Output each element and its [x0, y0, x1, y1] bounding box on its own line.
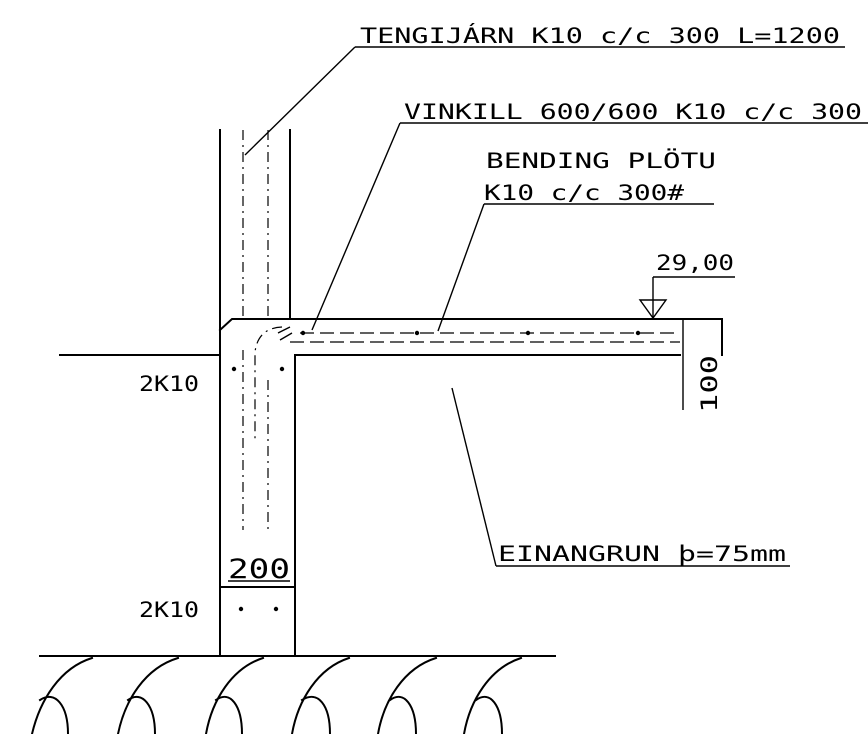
label-elevation: 29,00	[656, 251, 734, 275]
rebar-dot	[238, 606, 244, 612]
rebar-dot	[414, 330, 420, 336]
rubble-stone	[116, 656, 180, 734]
leader-slab	[437, 203, 485, 332]
elevation-triangle	[638, 299, 668, 320]
label-angle-bar: VINKILL 600/600 K10 c/c 300	[404, 100, 862, 124]
label-footing-rebar: 2K10	[139, 598, 199, 622]
label-slab-rebar-line2: K10 c/c 300#	[484, 181, 684, 205]
leader-angle	[311, 122, 401, 331]
angle-bar-bend	[254, 326, 283, 440]
elevation-marker	[638, 276, 735, 320]
leader-insulation	[451, 387, 497, 567]
rubble-stone	[30, 656, 94, 734]
rubble-stone	[376, 656, 438, 734]
wall	[219, 129, 296, 656]
leader-tie	[244, 46, 356, 156]
footing	[39, 586, 556, 657]
rebar-dot	[273, 606, 279, 612]
rubble-stone	[462, 656, 523, 734]
label-slab-rebar-line1: BENDING PLÖTU	[486, 148, 716, 173]
rebar-dot	[525, 330, 531, 336]
leader-lines	[228, 46, 868, 582]
label-tie-rebar: TENGIJÁRN K10 c/c 300 L=1200	[360, 23, 840, 48]
rebar-dot	[300, 330, 306, 336]
slab-top-face	[218, 318, 723, 356]
angle-bar-hatch	[277, 326, 293, 341]
rubble-stone	[204, 656, 265, 734]
rubble-stone	[290, 656, 351, 734]
label-insulation: EINANGRUN þ=75mm	[498, 542, 786, 566]
rebar-dot	[635, 330, 641, 336]
rebar-dot	[279, 366, 285, 372]
slab	[218, 318, 723, 440]
label-upper-rebar: 2K10	[139, 372, 199, 396]
rebar-dot	[231, 366, 237, 372]
rubble-fill	[30, 656, 523, 734]
label-slab-thickness: 100	[698, 355, 723, 413]
label-wall-width: 200	[228, 554, 290, 585]
